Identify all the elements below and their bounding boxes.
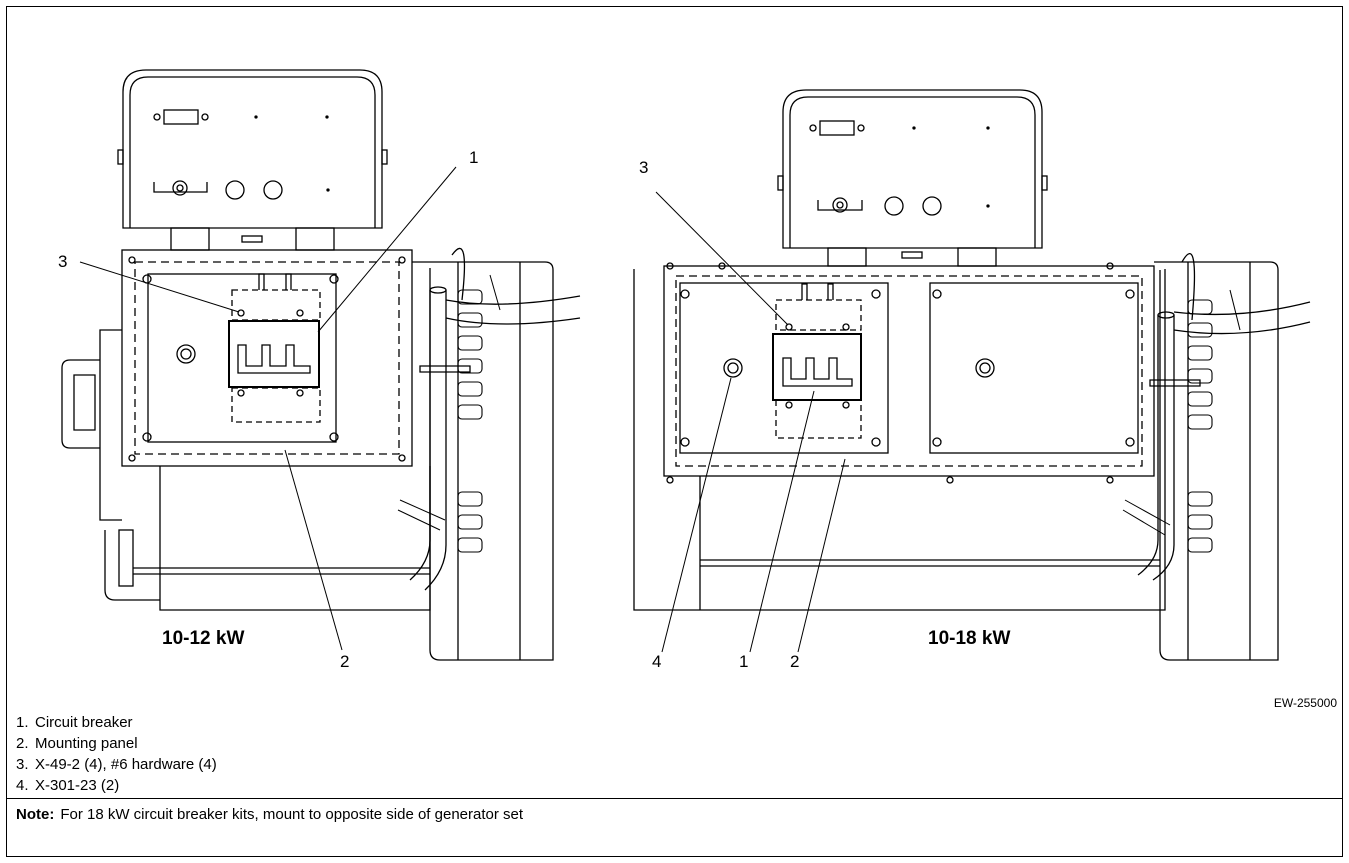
left-callout-1: 1: [469, 148, 479, 167]
right-model-label: 10-18 kW: [928, 628, 1011, 649]
left-callout-3: 3: [58, 252, 68, 271]
legend-num: 3.: [16, 756, 29, 773]
right-mounting-panel-2: [929, 282, 1139, 454]
right-callout-4: 4: [652, 652, 662, 671]
legend-text: X-301-23 (2): [35, 777, 120, 794]
legend-num: 4.: [16, 777, 29, 794]
right-knob-2: [922, 196, 942, 216]
right-callout-2: 2: [790, 652, 800, 671]
left-junction-box: [121, 249, 413, 467]
legend-text: Circuit breaker: [35, 714, 133, 731]
legend-list: 1. Circuit breaker 2. Mounting panel 3. X-4…: [16, 712, 217, 796]
right-callout-1: 1: [739, 652, 749, 671]
right-toggle-switch: [832, 197, 848, 213]
right-generator-view: [633, 89, 1311, 661]
note-divider: [6, 798, 1343, 799]
right-junction-box: [663, 265, 1155, 477]
legend-num: 2.: [16, 735, 29, 752]
left-mounting-panel: [147, 273, 337, 443]
left-meter-window: [163, 109, 199, 125]
legend-item: 4. X-301-23 (2): [16, 775, 217, 796]
legend-num: 1.: [16, 714, 29, 731]
legend-item: 2. Mounting panel: [16, 733, 217, 754]
left-controller-box: [122, 69, 383, 229]
note: Note: For 18 kW circuit breaker kits, mou…: [16, 806, 523, 823]
left-generator-view: [61, 69, 581, 661]
left-knob-2: [263, 180, 283, 200]
figure-id: EW-255000: [1273, 696, 1337, 710]
legend-text: Mounting panel: [35, 735, 138, 752]
right-knob-1: [884, 196, 904, 216]
legend-text: X-49-2 (4), #6 hardware (4): [35, 756, 217, 773]
right-circuit-breaker: [772, 333, 862, 401]
note-label: Note:: [16, 806, 55, 823]
left-cable: [445, 295, 581, 325]
left-toggle-switch: [172, 180, 188, 196]
left-knob-1: [225, 180, 245, 200]
right-meter-window: [819, 120, 855, 136]
legend-item: 3. X-49-2 (4), #6 hardware (4): [16, 754, 217, 775]
right-plug-x30123: [723, 358, 743, 378]
legend-item: 1. Circuit breaker: [16, 712, 217, 733]
right-controller-box: [782, 89, 1043, 249]
left-circuit-breaker: [228, 320, 320, 388]
figure-frame: [6, 6, 1343, 857]
right-callout-3: 3: [639, 158, 649, 177]
note-text: For 18 kW circuit breaker kits, mount to…: [60, 806, 524, 823]
left-callout-2: 2: [340, 652, 350, 671]
right-cable: [1173, 301, 1311, 335]
left-model-label: 10-12 kW: [162, 628, 245, 649]
right-mounting-panel-1: [679, 282, 889, 454]
generator-line-drawing: [61, 69, 1311, 661]
